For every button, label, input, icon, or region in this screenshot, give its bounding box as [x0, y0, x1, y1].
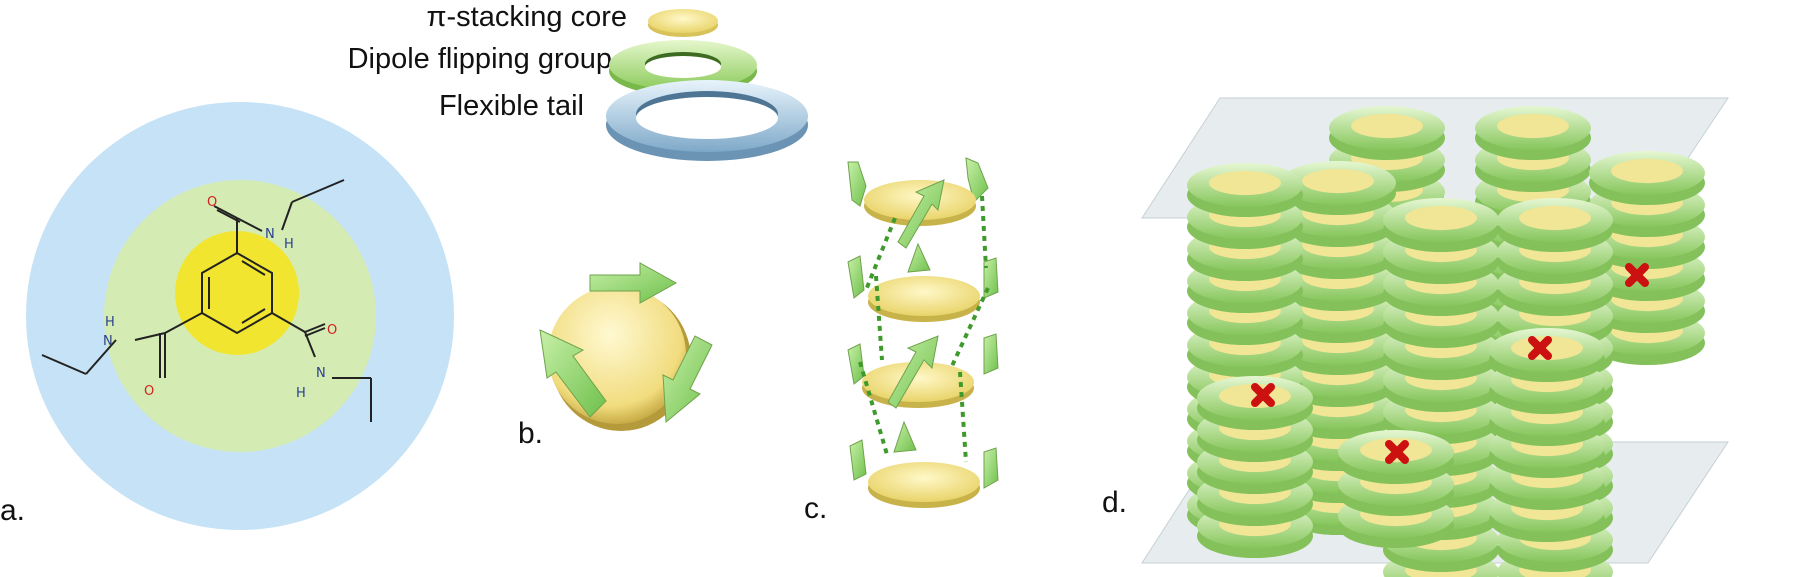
dipole-arrow-icon	[589, 262, 678, 304]
dipole-arrow-icon	[539, 329, 607, 418]
stacked-disc	[1329, 106, 1445, 160]
legend-label-dipole: Dipole flipping group	[348, 43, 612, 75]
stacked-disc	[1497, 198, 1613, 252]
defect-markers	[1251, 263, 1649, 464]
atom-hydrogen: H	[105, 315, 115, 330]
panel-b-dipole-disc	[539, 262, 713, 431]
atom-oxygen: O	[327, 323, 337, 338]
defect-cross-icon	[1251, 383, 1275, 407]
panel-c-helix	[847, 157, 999, 508]
defect-cross-icon	[1625, 263, 1649, 287]
stacked-disc	[1280, 161, 1396, 215]
stack-arrow-icon	[887, 179, 945, 453]
core-disc-icon	[648, 9, 718, 37]
bond-lines	[41, 179, 372, 422]
dipole-arrow-icon	[662, 335, 713, 424]
stacked-disc	[1383, 198, 1499, 252]
defect-cross-icon	[1528, 336, 1552, 360]
disc-column	[1489, 328, 1605, 542]
panel-label-a: a.	[0, 494, 25, 527]
legend: π-stacking core Dipole flipping group Fl…	[348, 1, 808, 161]
side-arrow-icon	[847, 157, 999, 489]
core-region	[175, 231, 299, 355]
atom-hydrogen: H	[284, 237, 294, 252]
atom-oxygen: O	[144, 384, 154, 399]
atom-oxygen: O	[207, 195, 217, 210]
panel-label-c: c.	[804, 492, 827, 525]
atom-nitrogen: N	[265, 227, 275, 242]
stack-disc	[868, 462, 980, 508]
atom-hydrogen: H	[296, 386, 306, 401]
panel-a-molecule: O N H O N H O N H	[26, 102, 454, 530]
disc-column	[1338, 430, 1454, 548]
legend-label-tail: Flexible tail	[439, 90, 584, 122]
stacked-disc	[1589, 151, 1705, 205]
panel-label-d: d.	[1102, 486, 1127, 519]
stack-disc	[868, 276, 980, 322]
disc-column	[1589, 151, 1705, 365]
atom-nitrogen: N	[103, 334, 113, 349]
stacked-disc	[1187, 163, 1303, 217]
atom-nitrogen: N	[316, 366, 326, 381]
tail-ring-icon	[606, 80, 808, 161]
hydrogen-bond-lines	[858, 195, 990, 463]
defect-cross-icon	[1385, 440, 1409, 464]
legend-label-core: π-stacking core	[426, 1, 627, 33]
stacked-disc	[1475, 106, 1591, 160]
panel-d-columns	[1141, 97, 1729, 577]
panel-label-b: b.	[518, 417, 543, 450]
